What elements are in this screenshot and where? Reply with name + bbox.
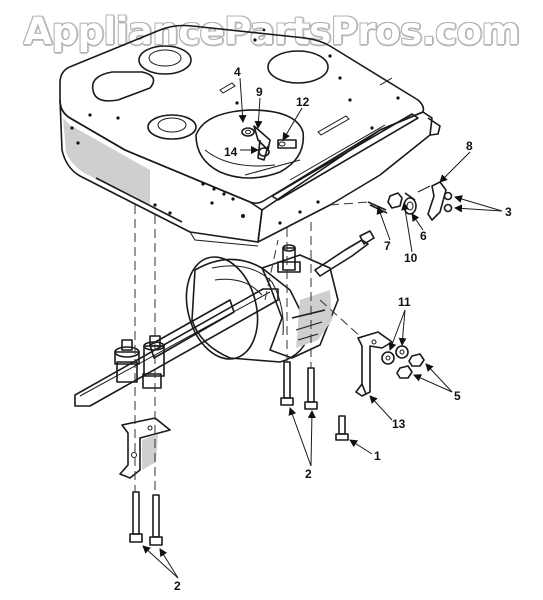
callout-12: 12 <box>296 95 310 109</box>
bolts <box>129 361 349 546</box>
callout-5: 5 <box>454 389 461 403</box>
watermark: AppliancePartsPros.com <box>23 10 520 53</box>
bypass-bracket <box>355 331 425 397</box>
callout-2-upper: 2 <box>305 467 312 481</box>
callout-13: 13 <box>392 417 406 431</box>
lower-bracket <box>119 417 171 479</box>
transaxle <box>74 230 375 407</box>
callout-1: 1 <box>374 449 381 463</box>
callout-8: 8 <box>466 139 473 153</box>
callout-6: 6 <box>420 229 427 243</box>
callout-7: 7 <box>384 239 391 253</box>
callout-11: 11 <box>398 295 411 309</box>
callout-4: 4 <box>234 65 241 79</box>
callout-2-lower: 2 <box>174 579 181 593</box>
alignment-lines <box>134 201 369 495</box>
callout-3: 3 <box>505 205 512 219</box>
leader-lines <box>142 77 503 579</box>
bypass-linkage <box>241 125 301 176</box>
deck-plate <box>59 24 441 247</box>
callout-10: 10 <box>404 251 418 265</box>
callout-9: 9 <box>256 85 263 99</box>
callout-14: 14 <box>224 145 238 159</box>
